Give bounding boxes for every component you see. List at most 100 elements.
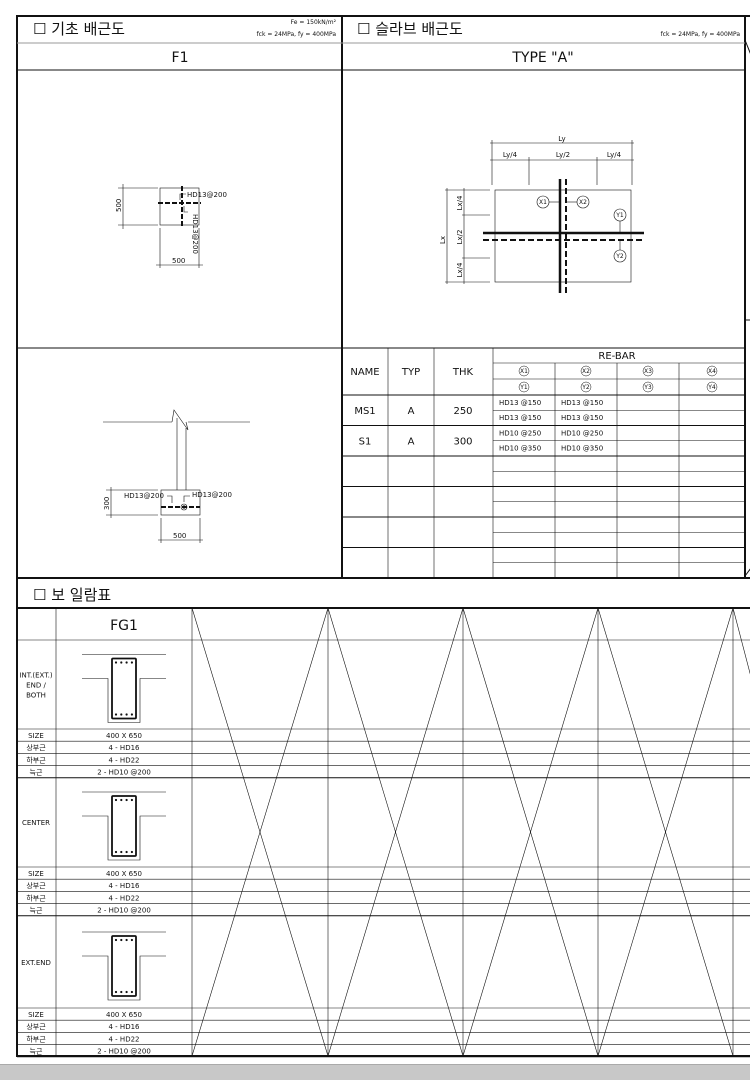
beam-row-value: 4 - HD22 bbox=[109, 756, 140, 764]
beam-row-label: 상부근 bbox=[26, 743, 46, 752]
x-mark: X3 bbox=[644, 368, 652, 375]
beam-section-icon bbox=[82, 654, 166, 723]
y-mark-circle bbox=[706, 381, 718, 393]
beam-row-label: 늑근 bbox=[30, 1048, 43, 1056]
mark-y2: Y2 bbox=[615, 253, 624, 260]
dim-lx4-top: Lx/4 bbox=[456, 195, 464, 210]
x-mark: X1 bbox=[520, 368, 528, 375]
beam-row-label: SIZE bbox=[28, 1011, 44, 1019]
header-thk: THK bbox=[452, 367, 474, 378]
slab-rebar-y-cell: HD13 @150 bbox=[499, 414, 541, 422]
slab-typ-cell: A bbox=[408, 437, 415, 448]
beam-row-value: 400 X 650 bbox=[106, 870, 142, 878]
y-mark-circle bbox=[580, 381, 592, 393]
dim-ly2: Ly/2 bbox=[556, 151, 570, 159]
beam-row-value: 4 - HD16 bbox=[109, 882, 141, 890]
header-name: NAME bbox=[350, 367, 379, 378]
slab-typ-cell: A bbox=[408, 406, 415, 417]
beam-row-value: 2 - HD10 @200 bbox=[97, 1048, 151, 1056]
beam-section-label: EXT.END bbox=[21, 959, 51, 967]
x-mark-circle bbox=[706, 365, 718, 377]
footing-plan-rebar-y: HD13@200 bbox=[191, 214, 199, 254]
mark-y1: Y1 bbox=[615, 212, 624, 219]
header-rebar: RE-BAR bbox=[598, 351, 635, 362]
beam-section-icon bbox=[82, 791, 166, 861]
beam-schedule-table: FG1 INT.(EXT.) END / BOTH SIZE 400 X 650 상부근 4… bbox=[17, 607, 750, 1058]
beam-row-label: 늑근 bbox=[30, 769, 43, 777]
x-mark: X2 bbox=[582, 368, 590, 375]
x-mark-circle bbox=[642, 365, 654, 377]
slab-title: ☐ 슬라브 배근도 bbox=[357, 20, 463, 38]
y-mark-circle bbox=[518, 381, 530, 393]
beam-section-icon bbox=[82, 931, 166, 1001]
footing-title: ☐ 기초 배근도 bbox=[33, 20, 125, 38]
beam-title: ☐ 보 일람표 bbox=[33, 586, 111, 604]
grid-line bbox=[327, 607, 464, 1057]
footing-spec-fe: Fe = 150kN/m² bbox=[291, 19, 337, 26]
beam-section-label: INT.(EXT.) bbox=[19, 672, 52, 680]
beam-row-value: 4 - HD22 bbox=[109, 894, 140, 902]
footing-section-rebar-right: HD13@200 bbox=[192, 491, 232, 499]
dim-ly4-right: Ly/4 bbox=[607, 151, 622, 159]
grid-line bbox=[462, 607, 599, 1057]
x-mark-circle bbox=[580, 365, 592, 377]
y-mark: Y2 bbox=[581, 384, 590, 391]
x-mark-circle bbox=[518, 365, 530, 377]
beam-section-label: END / bbox=[26, 682, 46, 690]
beam-row-value: 2 - HD10 @200 bbox=[97, 769, 151, 777]
footing-section-dim-v: 300 bbox=[103, 497, 111, 510]
footing-section-rebar-left: HD13@200 bbox=[124, 492, 164, 500]
sheet-frame bbox=[16, 15, 750, 1057]
slab-rebar-x-cell: HD10 @250 bbox=[499, 430, 541, 438]
y-mark-circle bbox=[642, 381, 654, 393]
footing-section-drawing: 300 500 HD13@200 HD13@200 bbox=[103, 409, 250, 543]
beam-row-value: 400 X 650 bbox=[106, 732, 142, 740]
footing-plan-dim-v: 500 bbox=[115, 199, 123, 212]
grid-line bbox=[732, 607, 750, 675]
slab-thk-cell: 250 bbox=[453, 406, 472, 417]
slab-rebar-x-cell: HD13 @150 bbox=[561, 399, 603, 407]
footing-plan-dim-h: 500 bbox=[172, 257, 185, 265]
footing-section-dim-h: 500 bbox=[173, 532, 186, 540]
mark-x2: X2 bbox=[579, 199, 587, 206]
slab-rebar-x-cell: HD13 @150 bbox=[499, 399, 541, 407]
y-mark: Y1 bbox=[519, 384, 528, 391]
slab-rebar-y-cell: HD10 @350 bbox=[561, 445, 603, 453]
x-mark: X4 bbox=[708, 368, 716, 375]
beam-row-value: 4 - HD22 bbox=[109, 1035, 140, 1043]
y-mark: Y4 bbox=[707, 384, 716, 391]
beam-row-value: 400 X 650 bbox=[106, 1011, 142, 1019]
beam-section-label: BOTH bbox=[26, 692, 46, 700]
footing-name: F1 bbox=[172, 50, 189, 66]
mark-x1: X1 bbox=[539, 199, 547, 206]
beam-row-value: 4 - HD16 bbox=[109, 1023, 141, 1031]
beam-row-label: SIZE bbox=[28, 732, 44, 740]
footing-plan-rebar-x: HD13@200 bbox=[187, 191, 227, 199]
beam-row-label: SIZE bbox=[28, 870, 44, 878]
dim-lx4-bottom: Lx/4 bbox=[456, 262, 464, 277]
slab-name-cell: S1 bbox=[359, 437, 372, 448]
slab-type: TYPE "A" bbox=[511, 50, 573, 66]
slab-rebar-y-cell: HD13 @150 bbox=[561, 414, 603, 422]
beam-row-value: 2 - HD10 @200 bbox=[97, 907, 151, 915]
beam-row-value: 4 - HD16 bbox=[109, 744, 141, 752]
y-mark: Y3 bbox=[643, 384, 652, 391]
beam-section-label: CENTER bbox=[22, 819, 50, 827]
beam-name: FG1 bbox=[110, 618, 138, 634]
beam-row-label: 하부근 bbox=[26, 893, 46, 902]
horizontal-scrollbar[interactable] bbox=[0, 1064, 750, 1080]
slab-rebar-y-cell: HD10 @350 bbox=[499, 445, 541, 453]
slab-thk-cell: 300 bbox=[453, 437, 472, 448]
beam-row-label: 상부근 bbox=[26, 881, 46, 890]
dim-ly: Ly bbox=[558, 135, 565, 143]
beam-row-label: 하부근 bbox=[26, 1034, 46, 1043]
header-typ: TYP bbox=[401, 367, 420, 378]
slab-name-cell: MS1 bbox=[354, 406, 375, 417]
beam-row-label: 늑근 bbox=[30, 907, 43, 915]
dim-lx2: Lx/2 bbox=[456, 230, 464, 245]
footing-plan-drawing: 500 500 HD13@200 HD13@200 bbox=[115, 184, 227, 268]
beam-row-label: 상부근 bbox=[26, 1022, 46, 1031]
grid-line bbox=[191, 607, 329, 1057]
